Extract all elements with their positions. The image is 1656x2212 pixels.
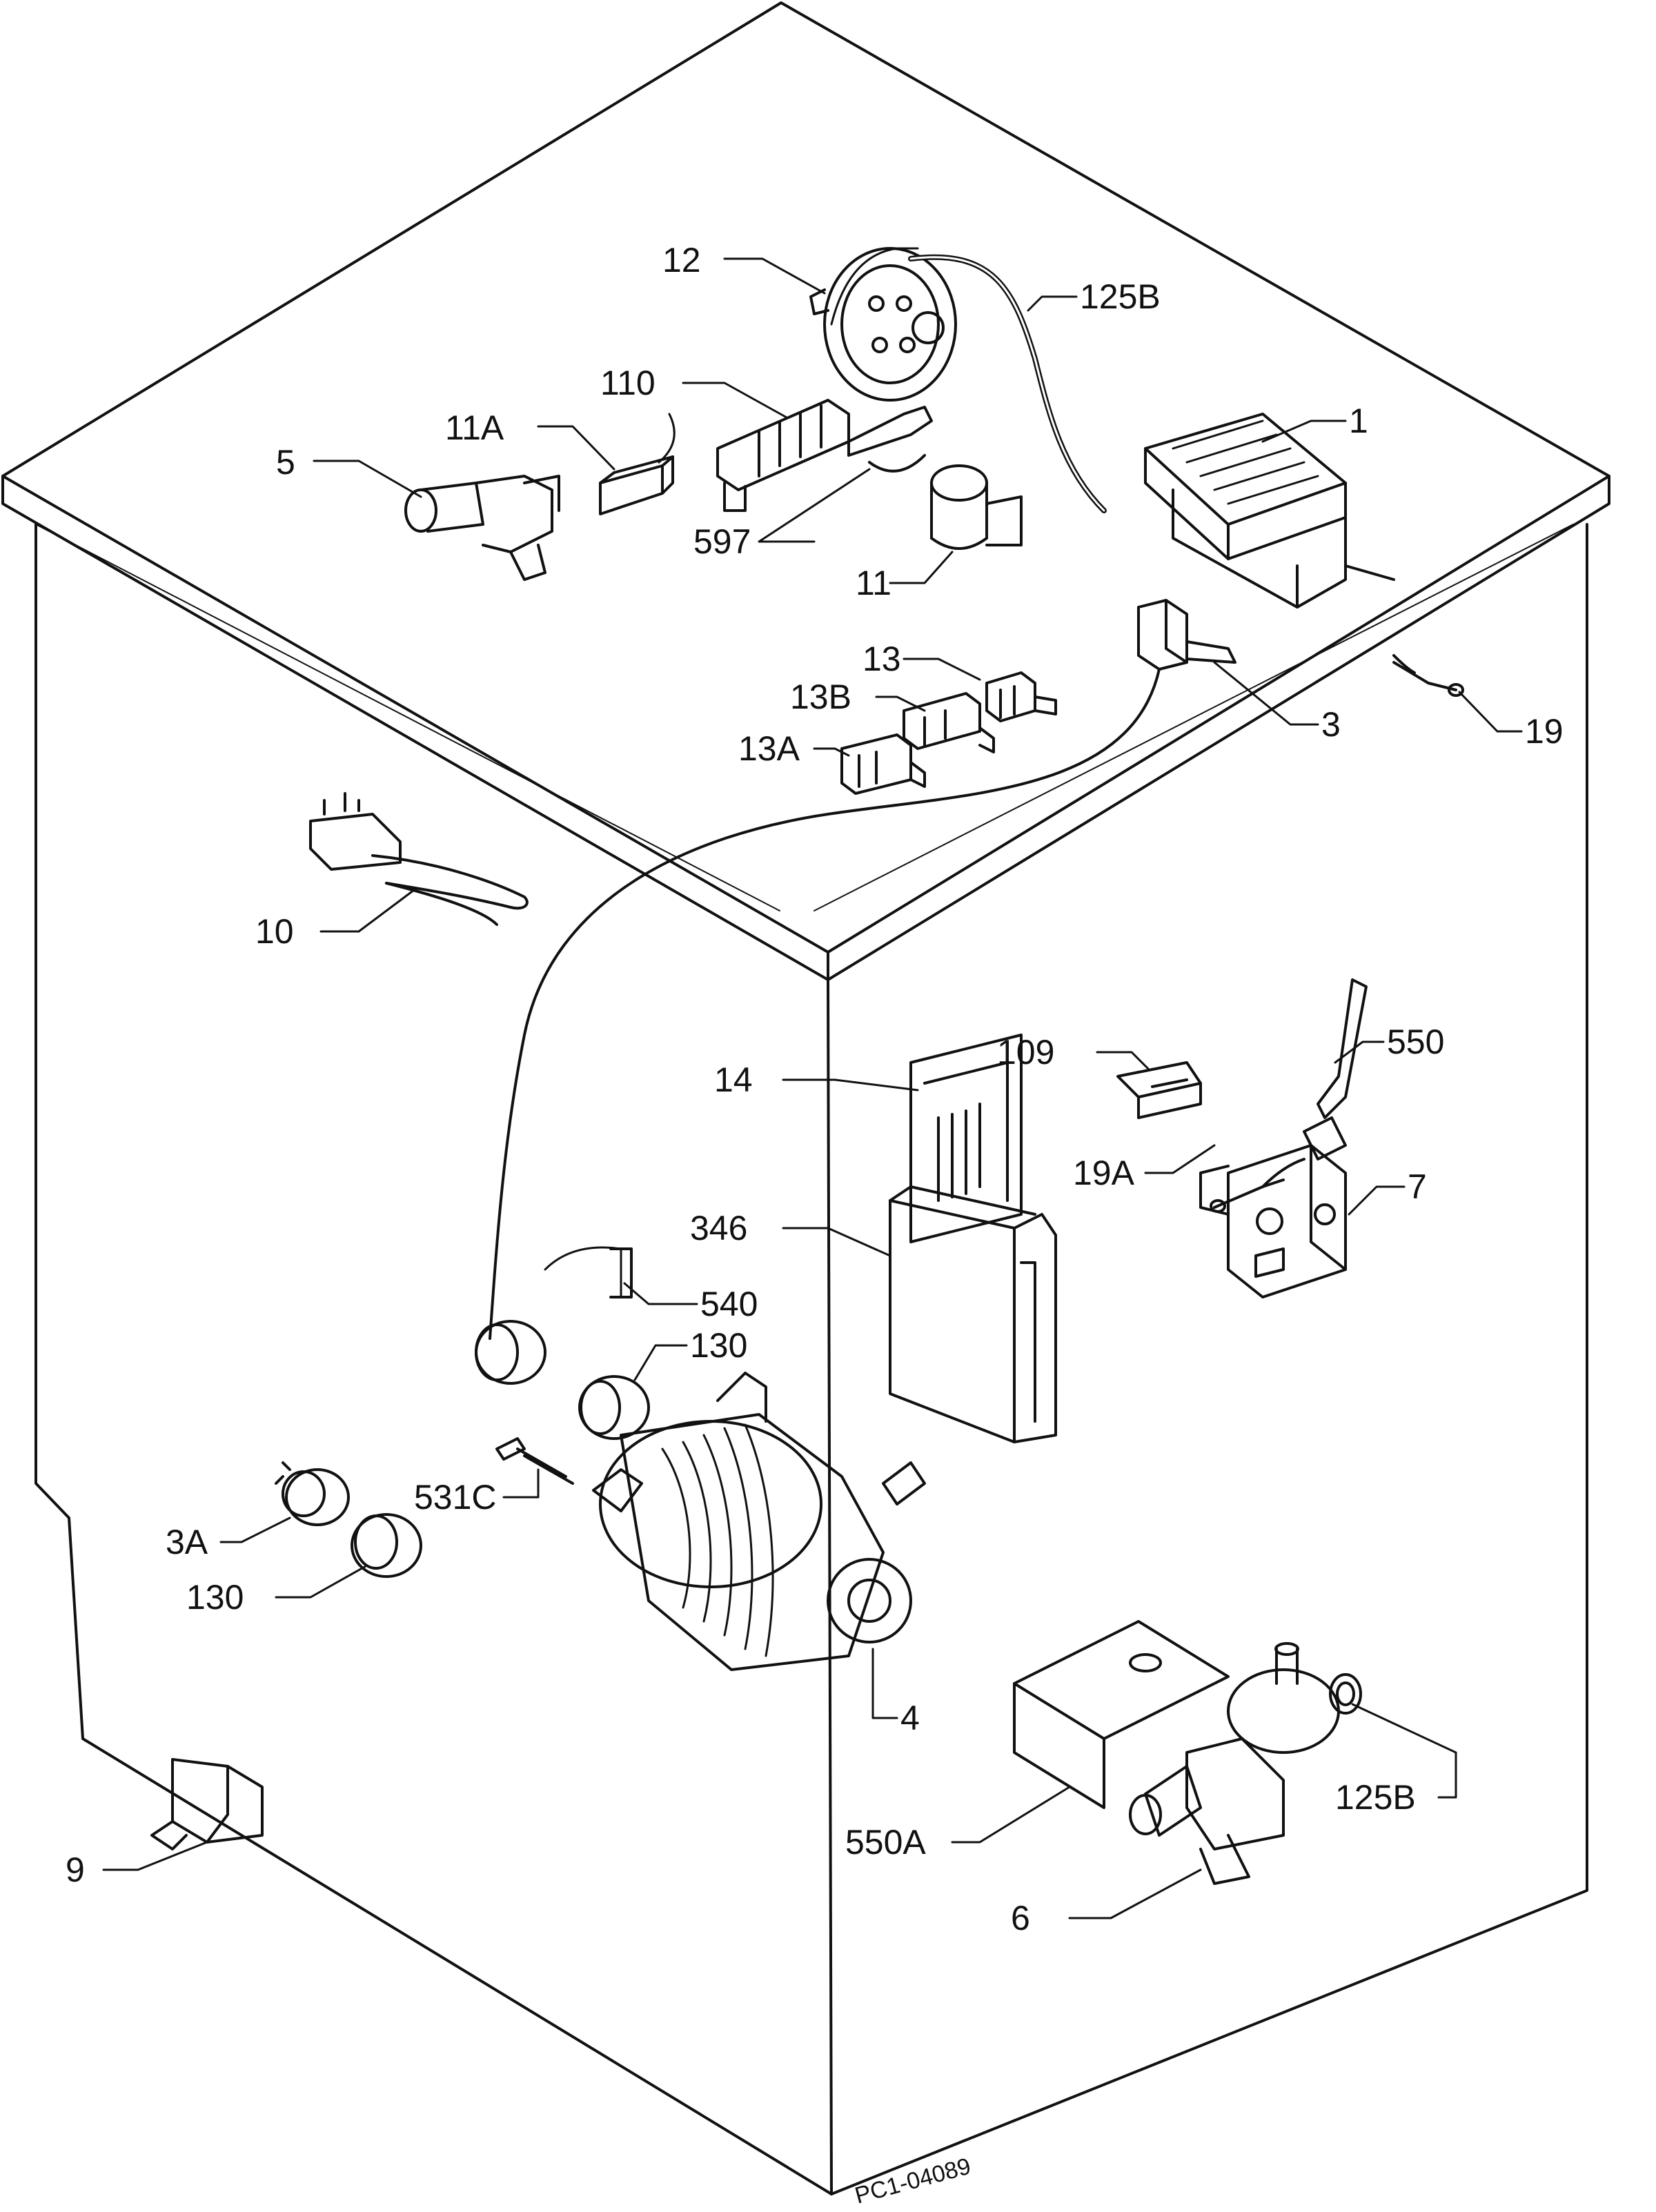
capacitor-drawing <box>930 464 1023 550</box>
water-inlet-valve-drawing <box>404 475 560 581</box>
callout-12: 12 <box>662 241 701 279</box>
callout-10: 10 <box>255 912 294 951</box>
callout-13: 13 <box>862 640 901 678</box>
callout-9: 9 <box>66 1850 85 1889</box>
callout-597: 597 <box>693 522 751 561</box>
callout-13b: 13B <box>790 678 851 716</box>
callout-109: 109 <box>997 1033 1055 1072</box>
programme-timer-drawing <box>809 247 957 402</box>
callout-6: 6 <box>1011 1899 1030 1937</box>
control-module-drawing <box>1144 413 1395 609</box>
callout-550: 550 <box>1387 1023 1445 1061</box>
callout-7: 7 <box>1408 1167 1427 1206</box>
callout-19: 19 <box>1525 712 1564 751</box>
terminal-block-drawing <box>716 399 850 512</box>
grommet-mid-drawing <box>578 1375 650 1440</box>
drain-pump-drawing <box>1129 1642 1340 1885</box>
callout-11: 11 <box>856 564 891 602</box>
callout-3a: 3A <box>166 1523 208 1561</box>
callout-125b: 125B <box>1335 1778 1416 1817</box>
callout-3: 3 <box>1321 705 1341 744</box>
callout-11a: 11A <box>445 408 504 447</box>
callout-4: 4 <box>900 1699 920 1737</box>
callout-13a: 13A <box>738 729 800 768</box>
callout-540: 540 <box>700 1285 758 1323</box>
suppressor-drawing <box>150 1758 264 1850</box>
callout-37: 110 <box>600 364 656 402</box>
wiring-card-drawing <box>909 1034 1023 1243</box>
bracket-drawing <box>847 406 933 473</box>
lever-drawing <box>1303 978 1368 1161</box>
callout-1: 1 <box>1349 402 1368 440</box>
connectors-drawing <box>840 671 1057 795</box>
callout-130-upper: 130 <box>690 1326 748 1365</box>
cable-clamp-drawing <box>544 1246 633 1298</box>
door-lock-drawing <box>1199 1144 1347 1298</box>
cover-clip-drawing <box>1116 1061 1202 1119</box>
callout-130-lower: 130 <box>186 1578 244 1617</box>
pump-bracket-drawing <box>1013 1620 1230 1809</box>
callout-14: 14 <box>714 1060 753 1099</box>
screw-drawing <box>495 1437 574 1485</box>
callout-550a: 550A <box>845 1823 926 1862</box>
callout-531c: 531C <box>414 1478 497 1517</box>
grommet-lower-drawing <box>351 1513 422 1578</box>
heating-element-drawing <box>309 792 529 926</box>
callout-346: 346 <box>690 1209 748 1247</box>
document-pocket-drawing <box>889 1185 1057 1443</box>
sensor-drawing <box>1392 654 1464 697</box>
leader-lines <box>102 257 1523 1919</box>
capacitor-small-drawing <box>599 413 676 515</box>
sensor-a-drawing <box>1210 1158 1305 1213</box>
grommet-upper-drawing <box>475 1320 546 1385</box>
callout-19a: 19A <box>1073 1154 1134 1192</box>
cabinet-outline <box>1 1 1610 2195</box>
motor-drawing <box>592 1372 926 1671</box>
callout-110: 125B <box>1080 277 1161 316</box>
seal-ring-drawing <box>1329 1673 1362 1715</box>
callout-5: 5 <box>276 443 295 482</box>
door-switch-drawing <box>489 599 1236 1340</box>
pressure-switch-drawing <box>275 1461 350 1526</box>
